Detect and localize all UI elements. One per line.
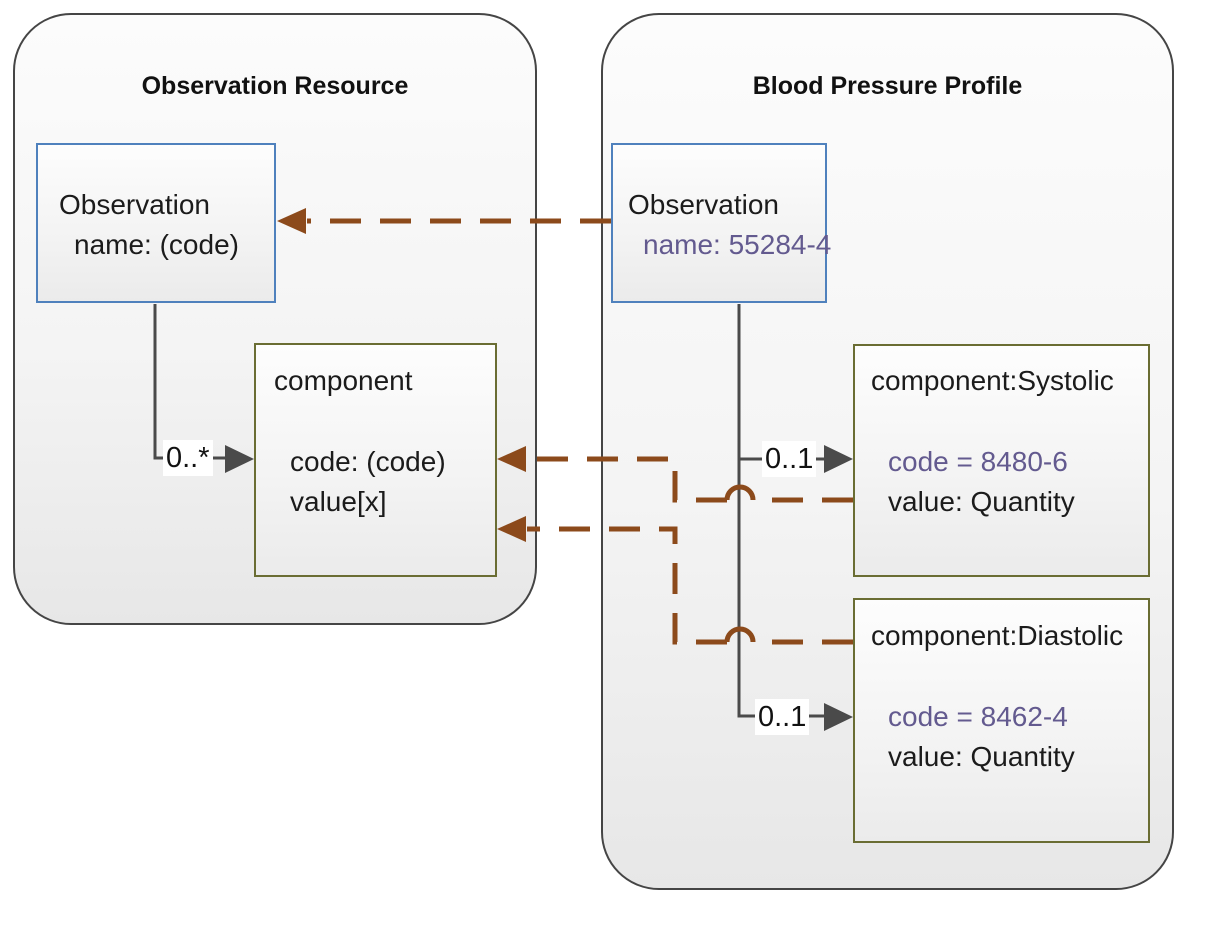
observation-box: Observation name: (code): [36, 143, 276, 303]
component-box-title: component: [274, 365, 413, 396]
component-box-attribute-value: value[x]: [290, 486, 387, 517]
diastolic-component-box-attribute-code: code = 8462-4: [888, 701, 1068, 732]
multiplicity-label-component: 0..*: [163, 440, 213, 476]
multiplicity-label-diastolic: 0..1: [755, 699, 810, 735]
observation-box-title: Observation: [59, 189, 210, 220]
systolic-component-box-attribute-value: value: Quantity: [888, 486, 1075, 517]
component-box-attribute-code: code: (code): [290, 446, 446, 477]
diastolic-component-box-title: component:Diastolic: [871, 620, 1124, 651]
bp-observation-box-title: Observation: [628, 189, 779, 220]
bp-observation-box: Observation name: 55284-4: [611, 143, 831, 303]
systolic-component-box-attribute-code: code = 8480-6: [888, 446, 1068, 477]
observation-resource-panel-title: Observation Resource: [141, 72, 409, 100]
observation-box-attribute: name: (code): [74, 229, 239, 260]
blood-pressure-profile-panel-title: Blood Pressure Profile: [752, 72, 1023, 100]
systolic-component-box-title: component:Systolic: [871, 365, 1114, 396]
component-box: component code: (code) value[x]: [254, 343, 497, 577]
systolic-component-box: component:Systolic code = 8480-6 value: …: [853, 344, 1150, 577]
diastolic-component-box: component:Diastolic code = 8462-4 value:…: [853, 598, 1150, 843]
diastolic-component-box-attribute-value: value: Quantity: [888, 741, 1075, 772]
multiplicity-label-systolic: 0..1: [762, 441, 817, 477]
bp-observation-box-attribute: name: 55284-4: [643, 229, 832, 260]
